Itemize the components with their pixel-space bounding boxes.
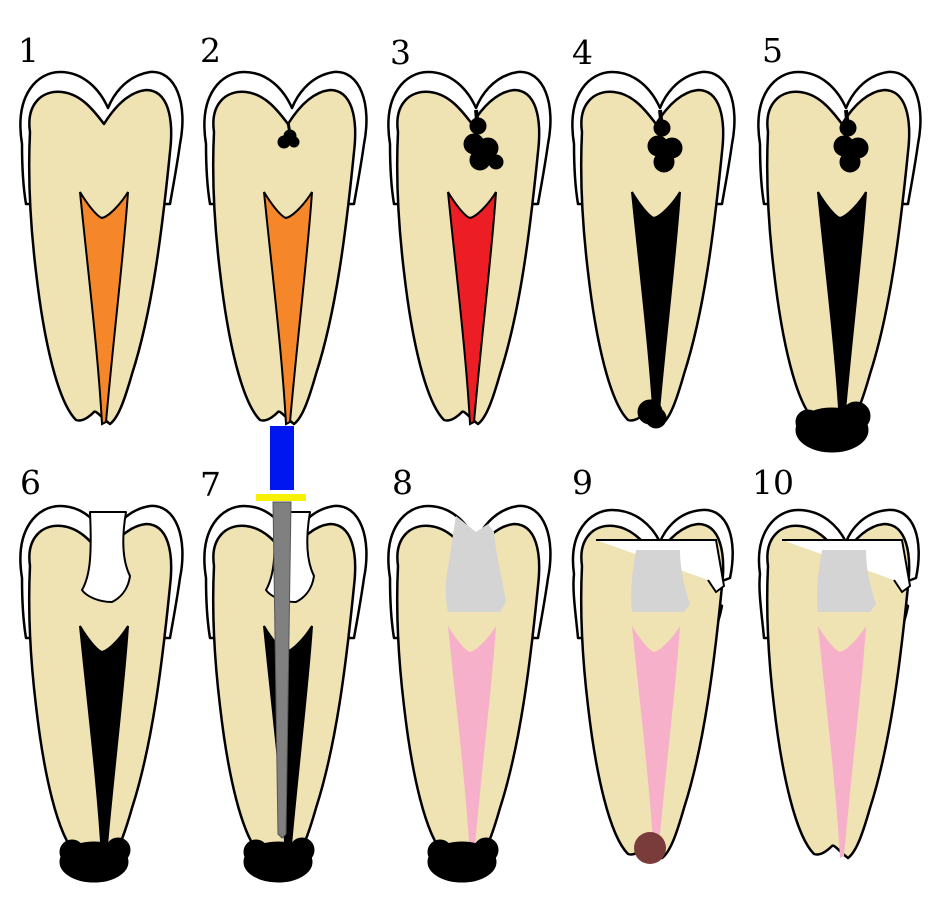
panel-6 [19, 504, 184, 883]
panel-10 [757, 508, 920, 860]
panel-label: 9 [572, 463, 593, 502]
file-handle [270, 426, 294, 490]
file-stopper [256, 494, 306, 501]
core-filling [817, 550, 876, 612]
panel-5 [757, 70, 922, 453]
caries-lesion [833, 109, 869, 173]
crown-preparation [782, 539, 912, 594]
caries-lesion [463, 109, 504, 171]
panel-label: 5 [762, 31, 783, 70]
panel-label: 3 [390, 33, 411, 72]
periapical-abscess [795, 401, 871, 453]
panel-label: 8 [392, 463, 413, 502]
panel-9 [571, 508, 734, 864]
panel-label: 4 [572, 33, 593, 72]
panel-label: 2 [200, 31, 221, 70]
panel-label: 6 [20, 463, 41, 502]
endodontic-file [256, 426, 306, 839]
periapical-lesion [637, 399, 667, 429]
core-filling [631, 550, 690, 612]
crown-preparation [596, 539, 726, 594]
panel-3 [387, 70, 552, 426]
healing-granuloma [634, 832, 666, 864]
panel-label: 7 [200, 465, 221, 504]
file-shaft [272, 501, 292, 839]
panel-1 [19, 70, 184, 426]
panel-4 [571, 70, 736, 429]
panel-label: 1 [18, 31, 39, 70]
panel-8 [387, 504, 552, 883]
panel-7 [203, 426, 368, 883]
periapical-abscess [427, 837, 499, 883]
periapical-abscess [59, 837, 131, 883]
caries-lesion [277, 121, 300, 149]
access-cavity [81, 511, 131, 603]
temporary-filling [445, 516, 506, 612]
panel-2 [203, 70, 368, 426]
caries-lesion [647, 109, 683, 173]
panel-label: 10 [752, 463, 794, 502]
periapical-abscess [243, 837, 315, 883]
